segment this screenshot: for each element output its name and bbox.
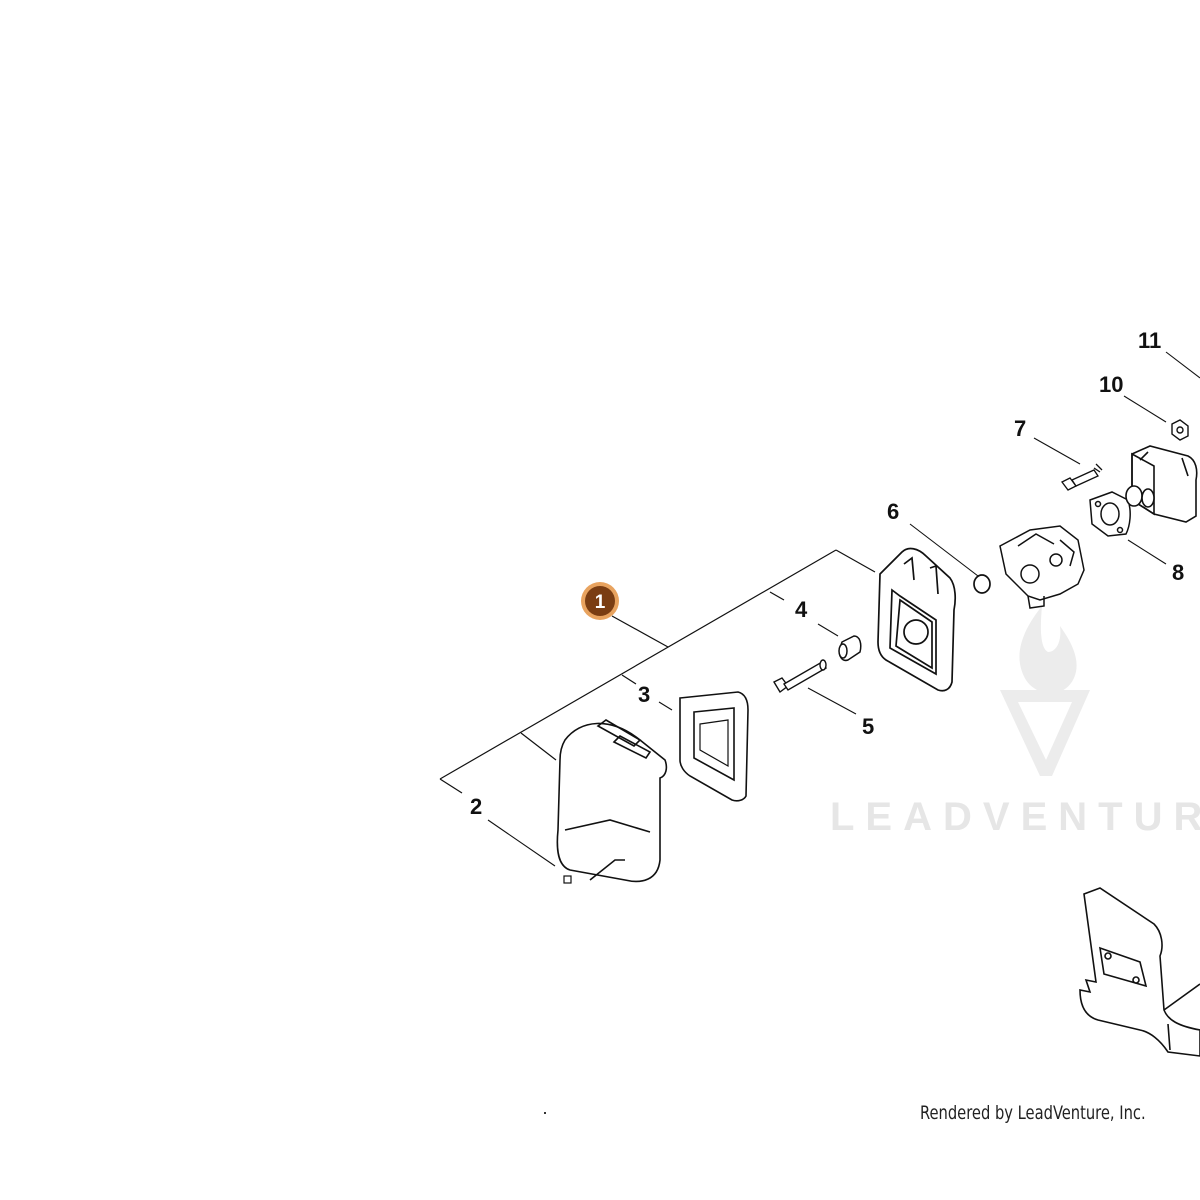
assembly-badge[interactable]: 1 xyxy=(581,582,619,620)
callout-7: 7 xyxy=(1014,416,1026,441)
callout-10: 10 xyxy=(1099,372,1123,397)
assembly-bracket xyxy=(439,549,876,794)
watermark-text: LEADVENTURE xyxy=(830,795,1200,839)
air-filter-cover xyxy=(556,719,668,884)
callout-3: 3 xyxy=(638,682,650,707)
air-filter-element xyxy=(679,691,749,802)
insulator-block xyxy=(1125,445,1198,523)
heat-shield xyxy=(1079,887,1200,1057)
air-filter-base xyxy=(877,547,991,692)
badge-number: 1 xyxy=(595,592,606,613)
carburetor xyxy=(999,525,1085,609)
render-credit: Rendered by LeadVenture, Inc. xyxy=(920,1102,1146,1124)
bolt-short xyxy=(1061,463,1103,491)
leader-lines xyxy=(487,351,1200,867)
gasket xyxy=(1089,491,1131,537)
callout-4: 4 xyxy=(795,597,808,622)
callout-6: 6 xyxy=(887,499,899,524)
callout-11: 11 xyxy=(1138,328,1161,353)
stray-dot xyxy=(544,1112,546,1114)
callout-2: 2 xyxy=(470,794,482,819)
leadventure-watermark-logo xyxy=(1000,606,1090,776)
spacer-collar xyxy=(838,635,862,662)
bolt-long xyxy=(773,659,827,694)
callout-8: 8 xyxy=(1172,560,1184,585)
nut xyxy=(1171,419,1189,441)
callout-5: 5 xyxy=(862,714,874,739)
